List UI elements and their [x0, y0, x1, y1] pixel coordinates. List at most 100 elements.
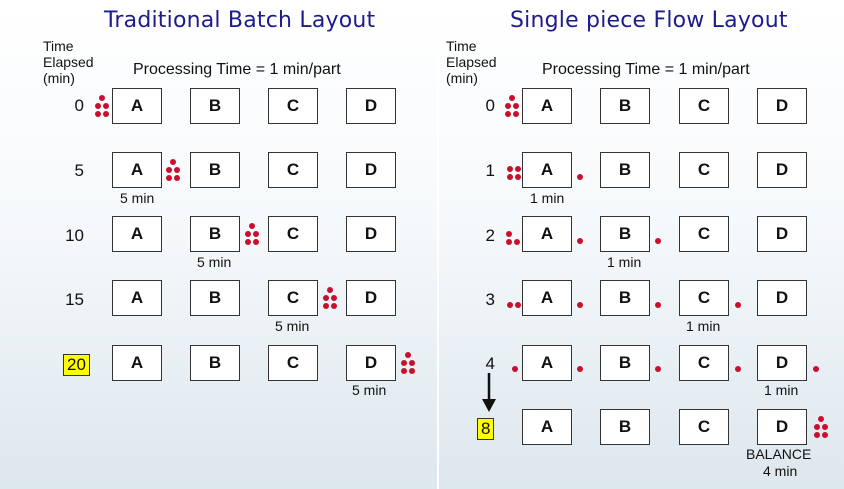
batch-time-header: Time Elapsed (min): [43, 38, 94, 86]
part-cluster-dot: [507, 166, 513, 172]
station-box-a: A: [522, 409, 572, 445]
duration-caption: 5 min: [120, 190, 155, 206]
part-dot: [577, 238, 583, 244]
duration-caption: 5 min: [275, 318, 310, 334]
part-cluster-dot: [103, 103, 109, 109]
station-box-b: B: [600, 345, 650, 381]
time-label: 2: [485, 226, 495, 245]
part-cluster-dot: [253, 239, 259, 245]
part-cluster-dot: [505, 111, 511, 117]
part-cluster-dot: [249, 223, 255, 229]
station-box-a: A: [522, 345, 572, 381]
flow-layout-title: Single piece Flow Layout: [510, 8, 788, 33]
duration-caption: 1 min: [530, 190, 565, 206]
station-box-d: D: [757, 216, 807, 252]
part-cluster-dot: [401, 360, 407, 366]
part-cluster-dot: [401, 368, 407, 374]
time-label-highlight: 20: [63, 354, 90, 376]
part-cluster-dot: [814, 432, 820, 438]
part-dot: [577, 302, 583, 308]
part-cluster-dot: [822, 432, 828, 438]
part-cluster-dot: [822, 424, 828, 430]
part-cluster-dot: [323, 303, 329, 309]
station-box-c: C: [268, 280, 318, 316]
part-dot: [577, 366, 583, 372]
station-box-a: A: [112, 345, 162, 381]
part-cluster-dot: [506, 239, 512, 245]
station-box-b: B: [600, 409, 650, 445]
part-dot: [655, 366, 661, 372]
part-cluster-dot: [515, 174, 521, 180]
time-label-highlight: 8: [477, 418, 495, 440]
part-cluster-dot: [514, 239, 520, 245]
time-header-line: Elapsed: [446, 54, 497, 70]
station-box-b: B: [600, 88, 650, 124]
part-cluster-dot: [818, 416, 824, 422]
time-label: 5: [74, 161, 84, 180]
part-cluster-dot: [253, 231, 259, 237]
part-dot: [577, 174, 583, 180]
time-header-line: (min): [43, 70, 75, 86]
part-cluster-dot: [507, 174, 513, 180]
station-box-c: C: [268, 345, 318, 381]
part-cluster-dot: [95, 103, 101, 109]
station-box-c: C: [679, 345, 729, 381]
time-header-line: Elapsed: [43, 54, 94, 70]
station-box-a: A: [112, 216, 162, 252]
station-box-b: B: [190, 345, 240, 381]
part-cluster-dot: [170, 159, 176, 165]
duration-caption: 1 min: [686, 318, 721, 334]
part-cluster-dot: [166, 167, 172, 173]
part-cluster-dot: [405, 352, 411, 358]
station-box-c: C: [679, 88, 729, 124]
station-box-a: A: [112, 88, 162, 124]
part-dot: [813, 366, 819, 372]
part-dot: [655, 238, 661, 244]
part-cluster-dot: [513, 111, 519, 117]
duration-caption: 1 min: [607, 254, 642, 270]
station-box-b: B: [190, 216, 240, 252]
batch-layout-title: Traditional Batch Layout: [104, 8, 376, 33]
part-cluster-dot: [507, 302, 513, 308]
down-arrow-icon: [482, 373, 496, 412]
station-box-d: D: [346, 345, 396, 381]
time-label: 15: [65, 290, 84, 309]
flow-processing-time: Processing Time = 1 min/part: [542, 61, 750, 78]
station-box-a: A: [112, 280, 162, 316]
station-box-d: D: [757, 345, 807, 381]
part-dot: [512, 366, 518, 372]
station-box-c: C: [679, 216, 729, 252]
station-box-c: C: [679, 280, 729, 316]
part-cluster-dot: [245, 239, 251, 245]
part-dot: [735, 366, 741, 372]
station-box-d: D: [346, 152, 396, 188]
station-box-c: C: [268, 88, 318, 124]
part-cluster-dot: [99, 95, 105, 101]
time-label: 3: [485, 290, 495, 309]
station-box-d: D: [757, 88, 807, 124]
time-label: 4: [485, 354, 495, 373]
time-header-line: Time: [43, 38, 74, 54]
balance-caption: BALANCE: [746, 446, 812, 462]
part-cluster-dot: [245, 231, 251, 237]
duration-caption: 5 min: [197, 254, 232, 270]
station-box-b: B: [190, 280, 240, 316]
part-cluster-dot: [331, 303, 337, 309]
station-box-c: C: [268, 216, 318, 252]
part-cluster-dot: [515, 166, 521, 172]
station-box-d: D: [757, 409, 807, 445]
part-cluster-dot: [513, 103, 519, 109]
time-label: 0: [485, 96, 495, 115]
station-box-b: B: [600, 216, 650, 252]
time-label: 0: [74, 96, 84, 115]
part-cluster-dot: [814, 424, 820, 430]
part-cluster-dot: [505, 103, 511, 109]
batch-processing-time: Processing Time = 1 min/part: [133, 61, 341, 78]
station-box-d: D: [346, 280, 396, 316]
duration-caption: 1 min: [764, 382, 799, 398]
station-box-b: B: [190, 152, 240, 188]
part-cluster-dot: [409, 360, 415, 366]
station-box-c: C: [268, 152, 318, 188]
station-box-a: A: [522, 88, 572, 124]
part-cluster-dot: [515, 302, 521, 308]
